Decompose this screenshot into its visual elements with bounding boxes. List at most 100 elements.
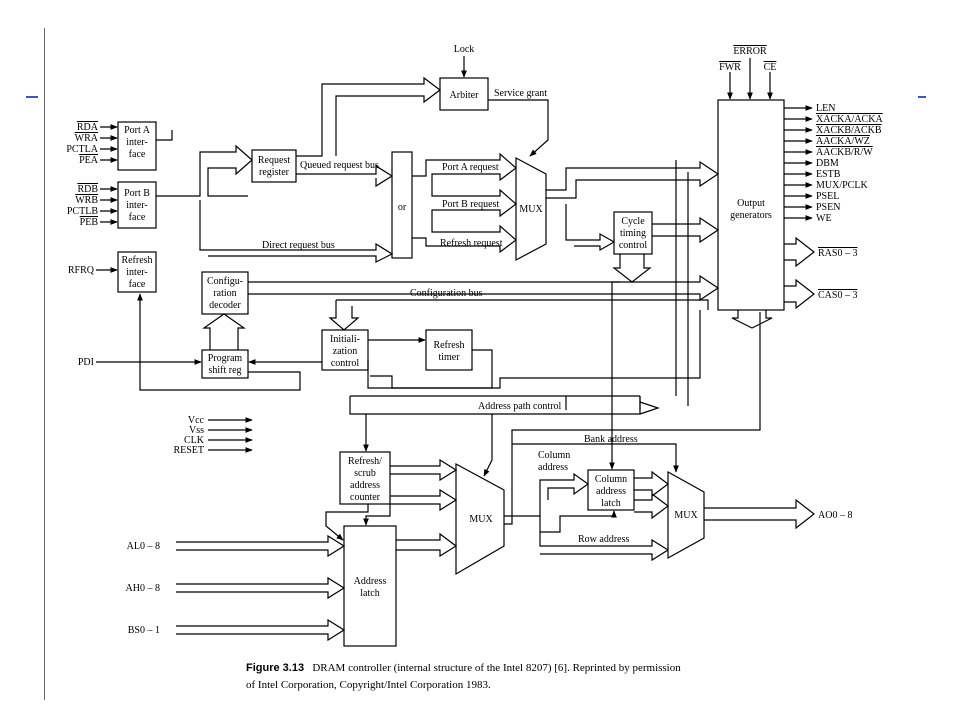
output-xacka: XACKA/ACKA bbox=[816, 114, 883, 125]
scrub-to-mux bbox=[390, 458, 458, 512]
ah-bus bbox=[176, 576, 346, 600]
mux-top-label: MUX bbox=[519, 204, 543, 215]
latch-feedback bbox=[325, 504, 369, 541]
latch-to-mux bbox=[396, 532, 458, 558]
init-control-label-3: control bbox=[331, 358, 360, 369]
port-b-label-3: face bbox=[129, 212, 146, 223]
cycle-to-column bbox=[609, 281, 620, 470]
column-latch-out bbox=[634, 470, 669, 520]
program-shift-label-1: Program bbox=[208, 353, 243, 364]
signal-reset: RESET bbox=[173, 445, 204, 456]
bus-address-path-control: Address path control bbox=[478, 401, 562, 412]
port-a-label-1: Port A bbox=[124, 125, 151, 136]
program-shift-block bbox=[201, 349, 249, 379]
output-ras: RAS0 – 3 bbox=[818, 248, 857, 259]
output-aackb: AACKB/R/W bbox=[816, 147, 873, 158]
signal-pdi: PDI bbox=[78, 357, 94, 368]
address-latch-label-1: Address bbox=[354, 576, 387, 587]
bus-port-b-request: Port B request bbox=[442, 199, 499, 210]
refresh-timer-label-2: timer bbox=[438, 352, 460, 363]
signal-pea: PEA bbox=[79, 155, 99, 166]
bank-address-line bbox=[512, 443, 679, 473]
power-arrows bbox=[208, 417, 253, 453]
scrub-to-latch bbox=[363, 504, 391, 526]
mux-right-out bbox=[704, 498, 815, 530]
signal-wrb: WRB bbox=[75, 195, 98, 206]
or-to-requests bbox=[412, 152, 517, 254]
slide-rule-right bbox=[918, 96, 926, 98]
config-to-outputs bbox=[248, 274, 720, 302]
output-generators-label-2: generators bbox=[730, 210, 772, 221]
config-decoder-up bbox=[202, 313, 246, 350]
column-latch-label-1: Column bbox=[595, 474, 627, 485]
apc-to-mux bbox=[483, 414, 493, 477]
output-generators-label-1: Output bbox=[737, 198, 765, 209]
cycle-timing-label-3: control bbox=[619, 240, 648, 251]
cycle-timing-block bbox=[613, 211, 653, 255]
output-psel: PSEL bbox=[816, 191, 839, 202]
bus-refresh-request: Refresh request bbox=[440, 238, 503, 249]
port-b-label-2: inter- bbox=[126, 200, 147, 211]
port-a-input-arrows bbox=[100, 124, 118, 163]
output-len: LEN bbox=[816, 103, 835, 114]
config-decoder-label-2: ration bbox=[213, 288, 236, 299]
pdi-loop bbox=[137, 293, 301, 391]
timer-return bbox=[367, 349, 493, 389]
or-label: or bbox=[398, 202, 407, 213]
signal-wra: WRA bbox=[75, 133, 99, 144]
signal-ah: AH0 – 8 bbox=[126, 583, 160, 594]
or-block bbox=[391, 151, 413, 259]
mux-to-row bbox=[504, 312, 761, 562]
refresh-scrub-label-2: scrub bbox=[354, 468, 376, 479]
output-dbm: DBM bbox=[816, 158, 839, 169]
bus-queued-request: Queued request bus bbox=[300, 160, 379, 171]
signal-bs: BS0 – 1 bbox=[128, 625, 160, 636]
output-psen: PSEN bbox=[816, 202, 840, 213]
refresh-timer-label-1: Refresh bbox=[433, 340, 464, 351]
bus-direct-request: Direct request bus bbox=[262, 240, 335, 251]
output-mux-pclk: MUX/PCLK bbox=[816, 180, 868, 191]
output-ao: AO0 – 8 bbox=[818, 510, 852, 521]
request-register-block bbox=[251, 149, 297, 183]
output-estb: ESTB bbox=[816, 169, 841, 180]
init-control-label-2: zation bbox=[333, 346, 357, 357]
mux-top bbox=[515, 157, 547, 261]
refresh-iface-label-3: face bbox=[129, 279, 146, 290]
slide-rule-left bbox=[26, 96, 38, 98]
cycle-timing-label-2: timing bbox=[620, 228, 646, 239]
bs-bus bbox=[176, 618, 346, 642]
refresh-iface-label-1: Refresh bbox=[121, 255, 152, 266]
output-cas: CAS0 – 3 bbox=[818, 290, 857, 301]
signal-vss: Vss bbox=[189, 425, 204, 436]
mux-to-cycle bbox=[565, 204, 616, 252]
caption-line-1: DRAM controller (internal structure of t… bbox=[312, 662, 681, 674]
upper-return-bus bbox=[370, 160, 701, 410]
bus-column-address-2: address bbox=[538, 462, 568, 473]
figure-number: Figure 3.13 bbox=[246, 662, 305, 674]
mux-right bbox=[667, 470, 705, 560]
column-latch-label-2: address bbox=[596, 486, 626, 497]
signal-lock: Lock bbox=[454, 44, 475, 55]
ras-bus bbox=[784, 236, 815, 268]
output-to-scrub bbox=[366, 396, 641, 451]
signal-pctlb: PCTLB bbox=[67, 206, 98, 217]
queued-bus-upper bbox=[296, 76, 441, 157]
port-a-bus bbox=[156, 130, 173, 141]
refresh-interface-block bbox=[117, 251, 157, 293]
bus-column-address-1: Column bbox=[538, 450, 570, 461]
mux-mid bbox=[455, 462, 505, 576]
mux-to-outputs bbox=[546, 160, 720, 199]
service-grant-line bbox=[488, 99, 549, 157]
config-bus-down bbox=[328, 299, 709, 331]
init-control-block bbox=[321, 329, 369, 371]
cycle-timing-label-1: Cycle bbox=[621, 216, 645, 227]
mux-mid-label: MUX bbox=[469, 514, 493, 525]
config-decoder-label-1: Configu- bbox=[207, 276, 243, 287]
output-generators-block bbox=[717, 99, 785, 311]
request-register-label-2: register bbox=[259, 167, 290, 178]
signal-rdb: RDB bbox=[77, 184, 98, 195]
column-address-in bbox=[539, 472, 590, 516]
direct-bus bbox=[199, 200, 394, 263]
request-bus-in bbox=[156, 144, 253, 197]
signal-rfrq: RFRQ bbox=[68, 265, 95, 276]
